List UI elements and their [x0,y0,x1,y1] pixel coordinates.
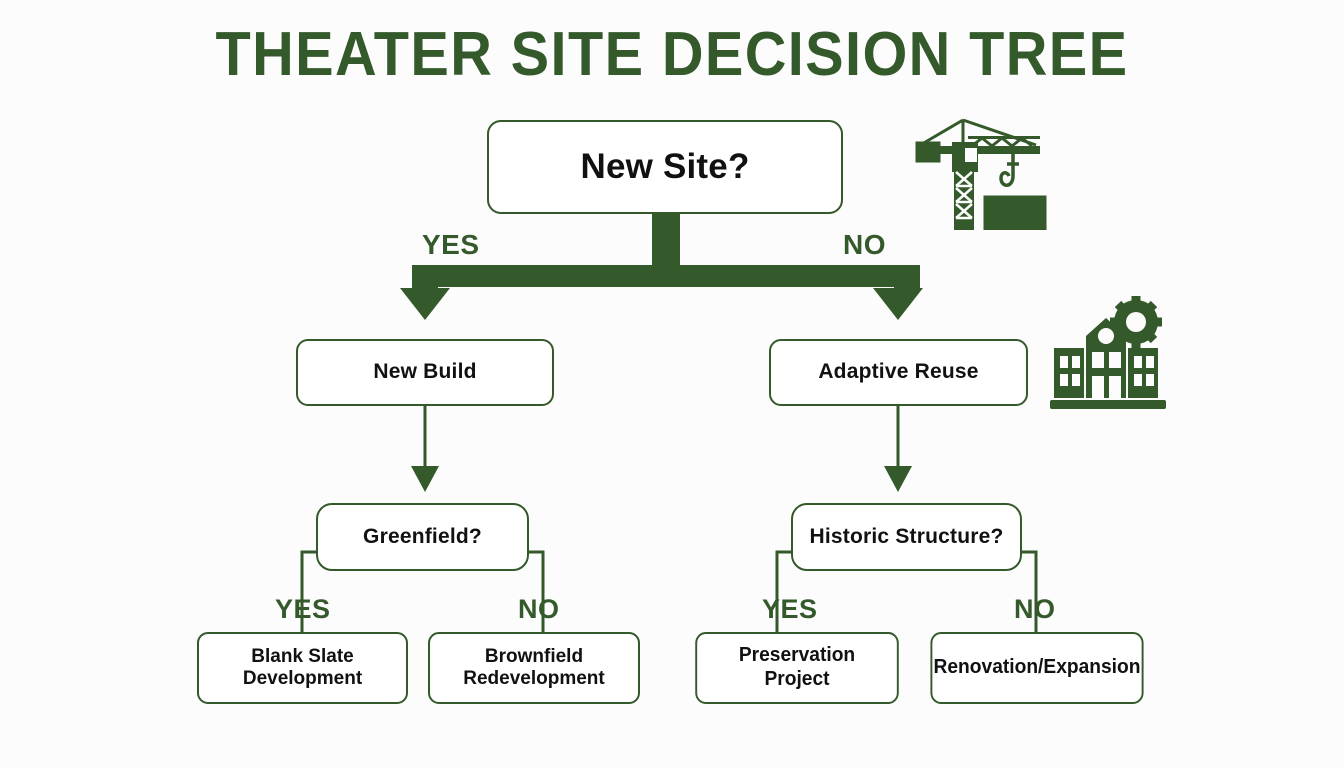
page-title: THEATER SITE DECISION TREE [215,20,1129,89]
node-greenfield[interactable]: Greenfield? [316,503,529,571]
edge-label-root-yes: YES [422,229,480,260]
node-preservation[interactable]: Preservation Project [695,632,899,704]
node-blank-slate[interactable]: Blank Slate Development [197,632,408,704]
node-historic-structure[interactable]: Historic Structure? [791,503,1022,571]
edge-label-greenfield-no: NO [518,594,560,624]
node-blank-slate-line1: Blank Slate [251,645,354,667]
edge-label-root-no: NO [843,229,886,260]
node-root[interactable]: New Site? [487,120,843,214]
edge-label-greenfield-yes: YES [275,594,331,624]
node-adaptive-reuse[interactable]: Adaptive Reuse [769,339,1028,406]
factory-gear-icon [1048,296,1170,414]
node-new-build[interactable]: New Build [296,339,554,406]
new-build-to-greenfield-connector [411,406,439,492]
edge-label-historic-yes: YES [762,594,818,624]
node-brownfield-line2: Redevelopment [463,668,605,689]
node-blank-slate-line2: Development [242,668,363,689]
node-renovation[interactable]: Renovation/Expansion [930,632,1144,704]
node-brownfield[interactable]: Brownfield Redevelopment [428,632,640,704]
adaptive-reuse-to-historic-connector [884,406,912,492]
edge-label-historic-no: NO [1014,594,1056,624]
node-brownfield-line1: Brownfield [484,645,584,667]
construction-crane-icon [908,108,1080,231]
